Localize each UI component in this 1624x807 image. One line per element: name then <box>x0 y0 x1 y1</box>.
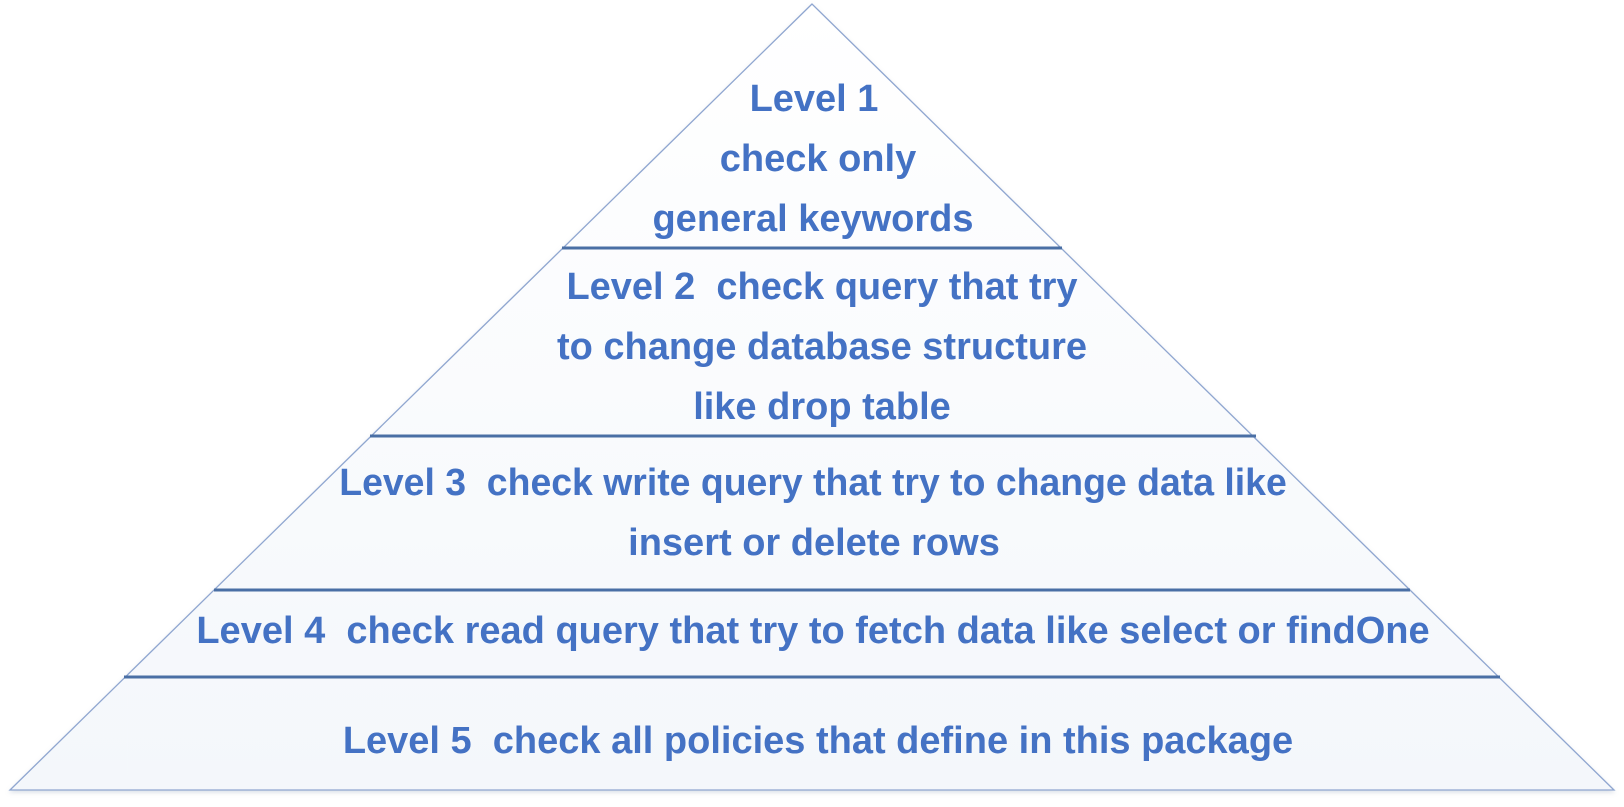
level-1-line-3: general keywords <box>652 198 973 240</box>
level-1-line-1: Level 1 <box>750 78 879 120</box>
level-4-line-1: Level 4 check read query that try to fet… <box>196 610 1429 652</box>
level-3-line-2: insert or delete rows <box>628 522 1000 564</box>
level-3-label: Level 3 check write query that try to ch… <box>339 462 1287 564</box>
level-2-label: Level 2 check query that try to change d… <box>557 266 1087 428</box>
level-3-line-1: Level 3 check write query that try to ch… <box>339 462 1287 504</box>
level-2-line-3: like drop table <box>693 386 951 428</box>
level-2-line-2: to change database structure <box>557 326 1087 368</box>
level-4-label: Level 4 check read query that try to fet… <box>196 610 1429 652</box>
level-1-label: Level 1 check only general keywords <box>652 78 973 240</box>
pyramid-outline <box>8 3 1616 791</box>
level-2-line-1: Level 2 check query that try <box>566 266 1077 308</box>
level-5-label: Level 5 check all policies that define i… <box>343 720 1293 762</box>
level-1-line-2: check only <box>720 138 916 180</box>
level-dividers <box>124 246 1500 679</box>
level-5-line-1: Level 5 check all policies that define i… <box>343 720 1293 762</box>
